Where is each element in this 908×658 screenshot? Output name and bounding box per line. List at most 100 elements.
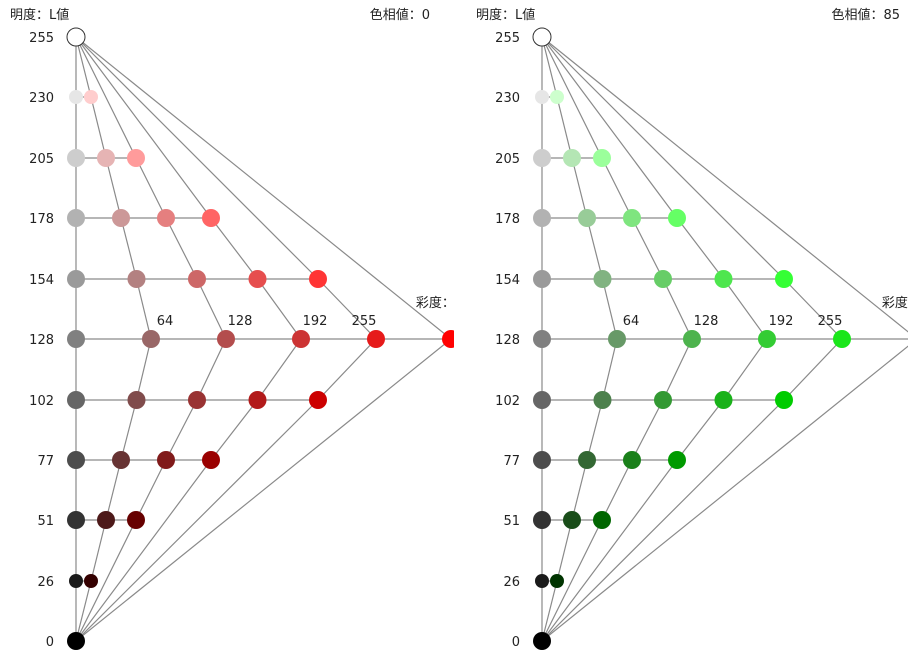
color-dot [97,149,115,167]
saturation-tick-label: 64 [157,314,174,329]
saturation-tick-label: 64 [623,314,640,329]
color-dot [67,209,85,227]
color-dot [608,330,626,348]
color-dot [188,270,206,288]
color-dot [533,391,551,409]
color-dot [67,511,85,529]
color-dot [532,27,552,47]
color-dot [533,511,551,529]
color-dot [112,451,130,469]
color-dot [142,330,160,348]
lightness-tick-label: 255 [29,31,54,46]
color-dot [69,90,83,104]
lightness-axis-title: 明度：L値 [10,8,70,23]
saturation-tick-label: 255 [818,314,843,329]
saturation-line [541,36,908,642]
color-dot [578,209,596,227]
color-dot [67,330,85,348]
color-dot [654,270,672,288]
color-dot [188,391,206,409]
lightness-tick-label: 154 [29,273,54,288]
color-dot [535,574,549,588]
color-dot [309,270,327,288]
lightness-tick-label: 102 [29,394,54,409]
color-dot [578,451,596,469]
color-dot [714,391,733,409]
color-dot [127,270,146,288]
color-dot [533,330,551,348]
color-dot [67,149,85,167]
saturation-axis-title: 彩度：S値 [882,295,908,311]
lightness-tick-label: 255 [495,31,520,46]
color-dot [654,391,672,409]
color-dot [775,270,793,288]
lightness-tick-label: 51 [37,514,54,529]
lightness-axis-title: 明度：L値 [476,8,536,23]
lightness-tick-label: 154 [495,273,520,288]
color-dots [532,27,851,650]
lightness-tick-label: 128 [29,333,54,348]
color-dot [550,90,564,104]
color-dot [533,149,551,167]
color-dot [623,209,641,227]
color-dot [550,574,564,588]
color-dot [309,391,327,409]
lightness-tick-label: 77 [37,454,54,469]
saturation-tick-label: 255 [352,314,377,329]
lightness-tick-label: 102 [495,394,520,409]
saturation-axis-title: 彩度：S値 [416,295,454,311]
lightness-tick-label: 128 [495,333,520,348]
color-dot [66,27,86,47]
color-dot [67,632,85,650]
color-dot [593,149,611,167]
color-dot [533,270,551,288]
lightness-tick-label: 77 [503,454,520,469]
saturation-tick-label: 192 [303,314,328,329]
color-dot [833,330,851,348]
color-dot [157,209,175,227]
lightness-tick-label: 230 [495,91,520,106]
color-dot [248,391,267,409]
color-dot [67,391,85,409]
color-dot [67,451,85,469]
hls-diagram-hue-85: 明度：L値 色相値：85 255 230 205 178 154 128 102 77 51 26… [454,0,908,658]
color-dot [758,330,776,348]
color-dot [533,451,551,469]
color-dot [775,391,793,409]
grid-lines [75,36,452,642]
color-dot [202,451,220,469]
color-dot [292,330,310,348]
color-dot [84,574,98,588]
saturation-tick-label: 192 [769,314,794,329]
lightness-tick-label: 178 [495,212,520,227]
color-dot [127,149,145,167]
color-dot [593,270,612,288]
color-dot [714,270,733,288]
color-dot [127,391,146,409]
lightness-tick-label: 51 [503,514,520,529]
lightness-saturation-grid: 2552302051781541281027751260彩度：S値6412819… [29,27,454,650]
lightness-saturation-grid: 2552302051781541281027751260彩度：S値6412819… [495,27,908,650]
lightness-tick-label: 205 [495,152,520,167]
color-dot [593,391,612,409]
hue-value-label: 色相値：85 [831,8,900,23]
color-dot [533,632,551,650]
color-dot [202,209,220,227]
color-dot [535,90,549,104]
color-dot [442,330,454,348]
color-dot [127,511,145,529]
color-dot [217,330,235,348]
color-dot [563,511,581,529]
color-dot [683,330,701,348]
grid-lines [541,36,908,642]
color-dots [66,27,454,650]
saturation-tick-label: 128 [694,314,719,329]
saturation-tick-label: 128 [228,314,253,329]
color-dot [668,209,686,227]
color-dot [563,149,581,167]
lightness-tick-label: 26 [37,575,54,590]
hue-value-label: 色相値：0 [369,8,430,23]
lightness-tick-label: 178 [29,212,54,227]
lightness-tick-label: 26 [503,575,520,590]
